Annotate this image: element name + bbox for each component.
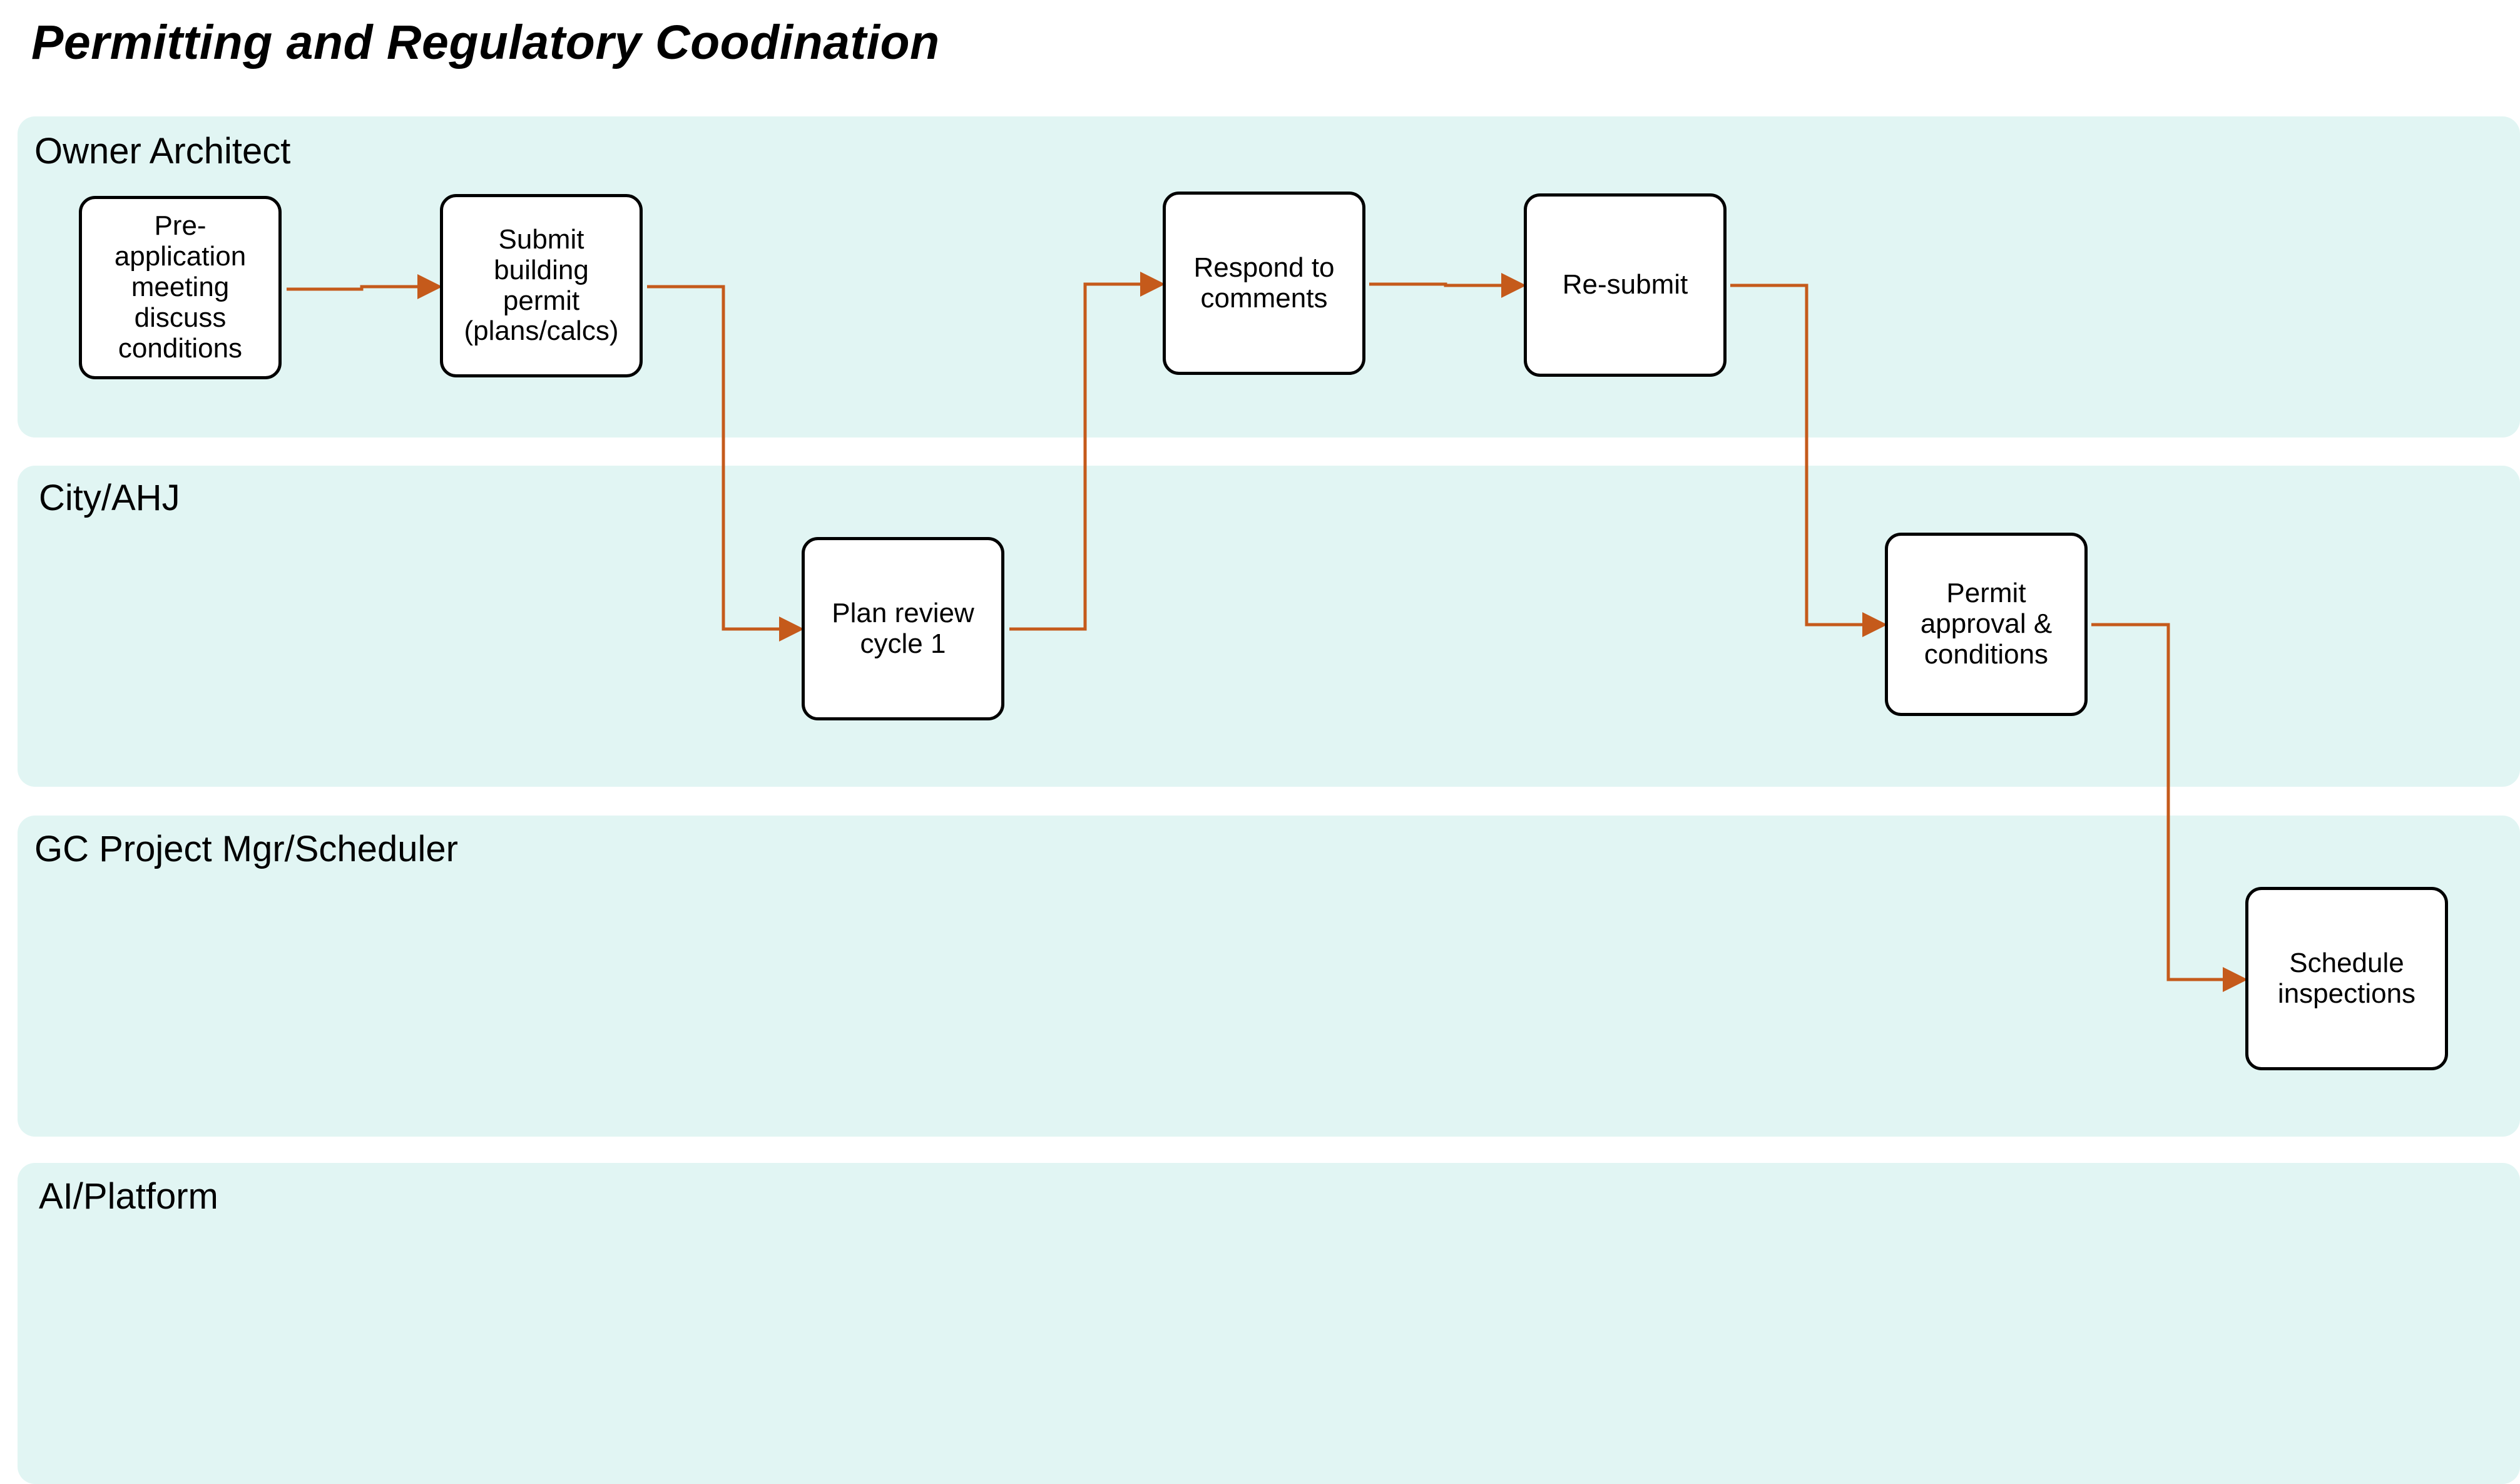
node-label-permit-approval: Permit approval & conditions <box>1920 578 2053 670</box>
lane-label-ai-platform: AI/Platform <box>39 1176 218 1217</box>
node-plan-review-cycle-1: Plan review cycle 1 <box>802 537 1004 720</box>
diagram-title: Permitting and Regulatory Coodination <box>31 16 940 69</box>
node-schedule-inspections: Schedule inspections <box>2245 887 2448 1070</box>
node-respond-to-comments: Respond to comments <box>1163 192 1365 375</box>
node-label-submit-building-permit: Submit building permit (plans/calcs) <box>464 223 619 347</box>
node-submit-building-permit: Submit building permit (plans/calcs) <box>440 194 643 377</box>
connector-resubmit-to-permit-approval <box>1730 284 1887 637</box>
connector-plan-review-to-respond-comments <box>1009 272 1165 631</box>
connector-permit-approval-to-schedule-inspections <box>2091 623 2248 992</box>
node-label-plan-review-cycle-1: Plan review cycle 1 <box>832 597 974 659</box>
connector-pre-application-to-submit-permit <box>287 274 442 299</box>
lane-label-gc-project-mgr-scheduler: GC Project Mgr/Scheduler <box>34 829 458 869</box>
node-re-submit: Re-submit <box>1524 193 1727 377</box>
node-label-respond-to-comments: Respond to comments <box>1193 252 1335 314</box>
node-pre-application-meeting: Pre- application meeting discuss conditi… <box>79 196 282 379</box>
node-label-pre-application-meeting: Pre- application meeting discuss conditi… <box>114 210 247 364</box>
connector-submit-permit-to-plan-review <box>647 285 804 642</box>
node-label-re-submit: Re-submit <box>1562 269 1688 300</box>
node-label-schedule-inspections: Schedule inspections <box>2277 947 2416 1009</box>
connector-respond-comments-to-resubmit <box>1369 273 1526 298</box>
lane-ai-platform: AI/Platform <box>18 1163 2520 1484</box>
node-permit-approval: Permit approval & conditions <box>1885 533 2088 716</box>
lane-gc-project-mgr-scheduler: GC Project Mgr/Scheduler <box>18 816 2520 1137</box>
lane-label-owner-architect: Owner Architect <box>34 131 291 171</box>
lane-label-city-ahj: City/AHJ <box>39 478 180 518</box>
